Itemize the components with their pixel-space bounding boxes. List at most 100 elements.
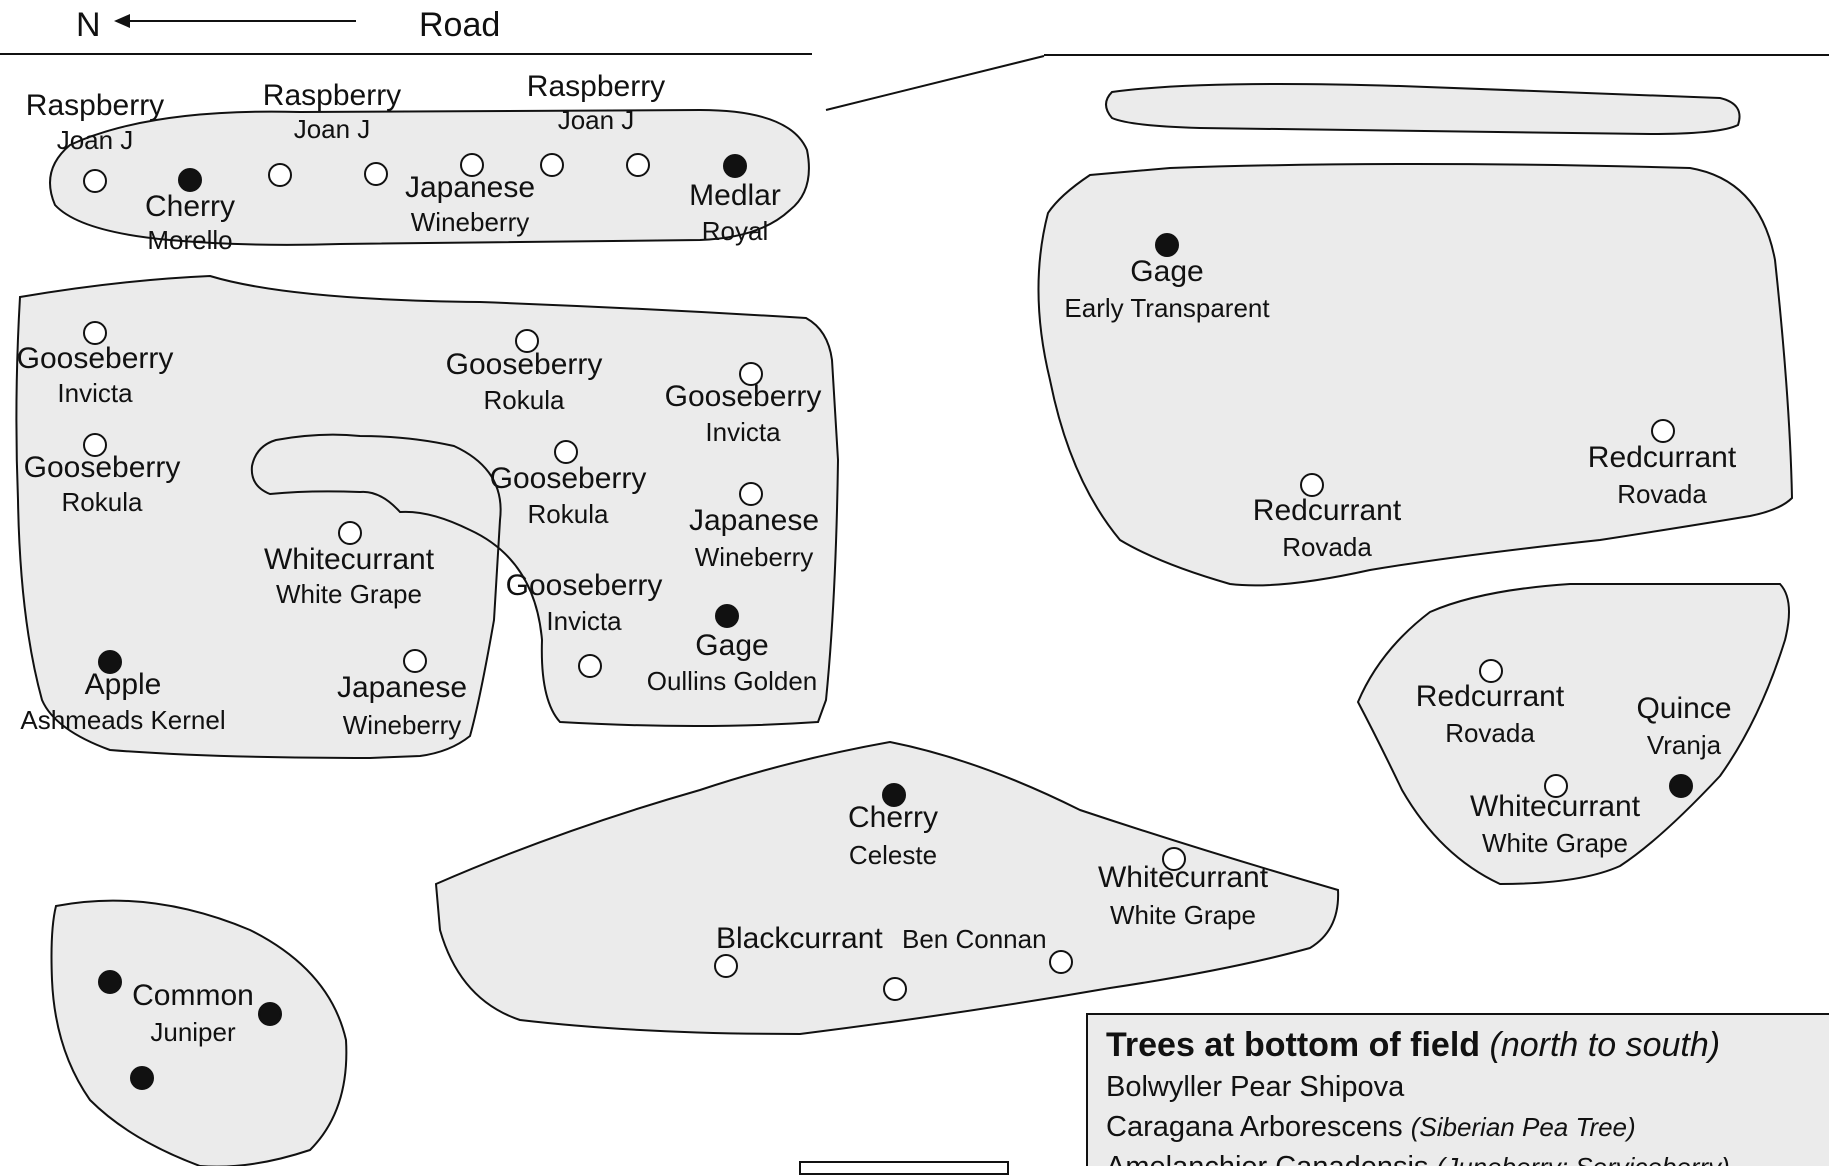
tree-marker: [1155, 233, 1179, 257]
plant-variety: Rovada: [1445, 718, 1535, 748]
tree-marker: [178, 168, 202, 192]
plant-name: Redcurrant: [1588, 441, 1737, 474]
plant-name: Raspberry: [26, 89, 164, 122]
plant-variety: Joan J: [294, 114, 371, 144]
plant-name: Common: [132, 979, 254, 1012]
bed-gage-east: [1037, 163, 1794, 587]
bed-north-strip: [1105, 83, 1741, 136]
road-label: Road: [419, 6, 500, 44]
bush-marker: [883, 977, 907, 1001]
plant-variety: Ashmeads Kernel: [20, 705, 225, 735]
plant-name: Blackcurrant: [716, 922, 883, 955]
plant-name: Cherry: [848, 801, 938, 834]
plant-name: Japanese: [405, 171, 535, 204]
bed-quince: [1356, 583, 1790, 886]
plant-variety: Early Transparent: [1064, 293, 1270, 323]
legend-title-note: (north to south): [1489, 1026, 1721, 1064]
plant-variety: Invicta: [705, 417, 781, 447]
tree-marker: [98, 970, 122, 994]
tree-marker: [98, 650, 122, 674]
bush-marker: [554, 440, 578, 464]
plant-variety: Wineberry: [411, 207, 529, 237]
bush-marker: [626, 153, 650, 177]
plant-variety: Vranja: [1647, 730, 1722, 760]
bush-marker: [1300, 473, 1324, 497]
plant-name: Cherry: [145, 190, 235, 223]
bed-cherry-celeste: [434, 740, 1340, 1036]
plant-variety: White Grape: [276, 579, 422, 609]
plant-variety: Morello: [147, 225, 232, 255]
legend-item-note: (Juneberry; Serviceberry): [1436, 1152, 1729, 1166]
plant-name: Raspberry: [263, 79, 401, 112]
bush-marker: [268, 163, 292, 187]
plant-name: Redcurrant: [1253, 494, 1402, 527]
scale-box: [799, 1161, 1009, 1175]
plant-name: Apple: [85, 668, 162, 701]
bed-juniper: [50, 899, 348, 1166]
north-label: N: [76, 6, 101, 44]
bush-marker: [83, 321, 107, 345]
bush-marker: [83, 433, 107, 457]
plant-name: Gooseberry: [665, 380, 822, 413]
bush-marker: [540, 153, 564, 177]
plant-variety: Rokula: [484, 385, 565, 415]
plant-variety: Invicta: [57, 378, 133, 408]
plant-name: Japanese: [689, 504, 819, 537]
plant-name: Gooseberry: [17, 342, 174, 375]
plant-variety: Ben Connan: [902, 924, 1047, 954]
legend-title: Trees at bottom of field: [1106, 1026, 1481, 1064]
plant-variety: Wineberry: [343, 710, 461, 740]
legend-item-name: Amelanchier Canadensis: [1106, 1151, 1428, 1166]
bush-marker: [364, 162, 388, 186]
plant-name: Whitecurrant: [1470, 790, 1641, 823]
plant-variety: White Grape: [1482, 828, 1628, 858]
plant-variety: Wineberry: [695, 542, 813, 572]
plant-variety: Oullins Golden: [647, 666, 818, 696]
bush-marker: [460, 153, 484, 177]
plant-variety: Royal: [702, 216, 768, 246]
bush-marker: [1049, 950, 1073, 974]
bush-marker: [83, 169, 107, 193]
legend-title-row: Trees at bottom of field (north to south…: [1106, 1023, 1829, 1067]
bush-marker: [403, 649, 427, 673]
plant-variety: Rokula: [528, 499, 609, 529]
plant-variety: Juniper: [150, 1017, 236, 1047]
plant-name: Gage: [1130, 255, 1203, 288]
bush-marker: [1162, 847, 1186, 871]
plant: Blackcurrant Ben Connan: [714, 922, 1073, 1001]
plant-variety: Rokula: [62, 487, 143, 517]
plant-name: Whitecurrant: [264, 543, 435, 576]
road-edge-diagonal: [825, 55, 1045, 111]
legend-item-name: Bolwyller Pear Shipova: [1106, 1071, 1405, 1103]
plant-name: Gooseberry: [446, 348, 603, 381]
bed-raspberry-strip: [49, 108, 810, 246]
legend-item-name: Caragana Arborescens: [1106, 1111, 1403, 1143]
plant-name: Quince: [1636, 692, 1731, 725]
tree-marker: [1669, 774, 1693, 798]
bush-marker: [338, 521, 362, 545]
plant-variety: White Grape: [1110, 900, 1256, 930]
plant-name: Redcurrant: [1416, 680, 1565, 713]
plant-name: Gage: [695, 629, 768, 662]
